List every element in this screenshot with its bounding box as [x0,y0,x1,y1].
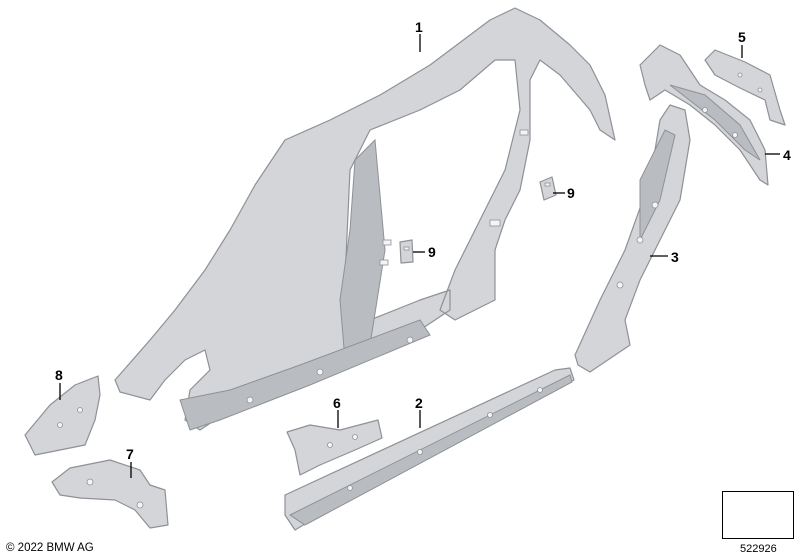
part-1-side-frame[interactable] [114,7,616,431]
callout-9-lower: 9 [428,244,436,260]
callout-8: 8 [55,367,63,383]
part-3-pillar-reinforcement[interactable] [574,104,691,373]
callout-2: 2 [415,395,423,411]
callout-9-upper: 9 [567,185,575,201]
callout-7: 7 [126,446,134,462]
part-6-gusset[interactable] [286,419,383,476]
part-4-rear-inner-panel[interactable] [639,44,769,186]
callout-3: 3 [671,249,679,265]
part-9-plate-upper[interactable] [539,176,557,201]
callout-5: 5 [738,29,746,45]
part-5-bracket[interactable] [704,49,786,126]
reference-box [722,491,794,539]
callout-4: 4 [783,147,791,163]
diagram-number: 522926 [740,543,777,555]
part-9-plate-lower[interactable] [399,239,414,264]
part-2-side-sill[interactable] [284,367,575,531]
copyright-text: © 2022 BMW AG [6,542,94,554]
callout-6: 6 [333,395,341,411]
callout-1: 1 [415,19,423,35]
part-8-front-reinforcement[interactable] [24,375,101,456]
part-7-wheelhouse-connector[interactable] [51,459,169,529]
